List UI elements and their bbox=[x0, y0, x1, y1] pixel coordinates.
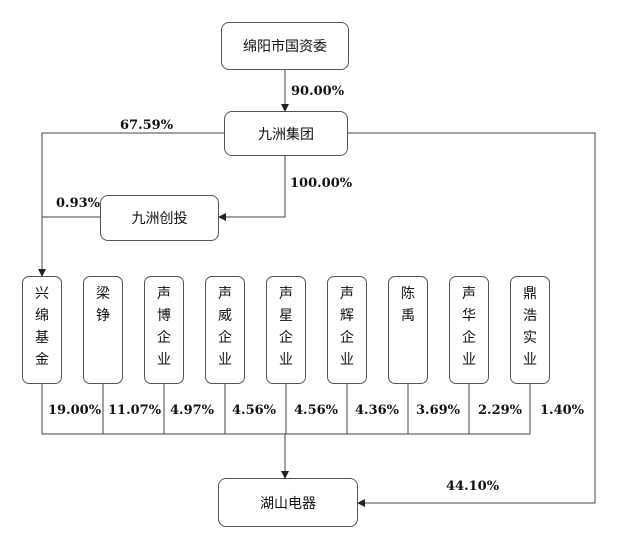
shareholder-char: 绵 bbox=[35, 308, 49, 324]
shareholder-char: 业 bbox=[340, 352, 354, 368]
shareholder-pct: 4.56% bbox=[232, 403, 277, 418]
shareholder-char: 兴 bbox=[35, 286, 49, 302]
pct-group-chuangtou: 100.00% bbox=[290, 176, 353, 191]
shareholder-char: 梁 bbox=[96, 286, 110, 302]
edge-group-hushan bbox=[348, 132, 596, 507]
shareholder-pct: 19.00% bbox=[48, 403, 102, 418]
shareholder-char: 星 bbox=[279, 308, 293, 324]
shareholder-char: 业 bbox=[157, 352, 171, 368]
shareholder-box: 声辉企业 bbox=[327, 276, 367, 384]
pct-sasac-group: 90.00% bbox=[291, 84, 345, 99]
shareholder-char: 业 bbox=[462, 352, 476, 368]
node-jiuzhou-group: 九洲集团 bbox=[224, 111, 348, 156]
shareholder-box: 陈禹 bbox=[388, 276, 428, 384]
shareholder-char: 企 bbox=[157, 330, 171, 346]
node-jiuzhou-chuangtou: 九洲创投 bbox=[100, 195, 219, 241]
shareholder-box: 声华企业 bbox=[449, 276, 489, 384]
shareholder-char: 声 bbox=[462, 286, 476, 302]
shareholder-char: 企 bbox=[340, 330, 354, 346]
shareholder-pct: 4.56% bbox=[294, 403, 339, 418]
shareholder-char: 声 bbox=[279, 286, 293, 302]
shareholder-char: 辉 bbox=[340, 308, 354, 324]
shareholder-char: 业 bbox=[279, 352, 293, 368]
shareholder-char: 企 bbox=[218, 330, 232, 346]
shareholder-pct: 1.40% bbox=[540, 403, 585, 418]
shareholder-char: 陈 bbox=[401, 286, 415, 302]
shareholder-char: 基 bbox=[35, 330, 49, 346]
shareholder-box: 鼎浩实业 bbox=[510, 276, 550, 384]
shareholder-pct: 4.36% bbox=[355, 403, 400, 418]
shareholder-char: 博 bbox=[157, 308, 171, 324]
shareholder-char: 鼎 bbox=[523, 286, 537, 302]
shareholder-box: 兴绵基金 bbox=[22, 276, 62, 384]
shareholder-char: 业 bbox=[523, 352, 537, 368]
shareholder-char: 浩 bbox=[523, 308, 537, 324]
shareholder-pct: 3.69% bbox=[416, 403, 461, 418]
shareholder-char: 声 bbox=[340, 286, 354, 302]
shareholder-box: 声博企业 bbox=[144, 276, 184, 384]
shareholder-pct: 2.29% bbox=[478, 403, 523, 418]
pct-group-hushan: 44.10% bbox=[446, 479, 500, 494]
node-sasac: 绵阳市国资委 bbox=[221, 22, 349, 70]
shareholder-char: 企 bbox=[279, 330, 293, 346]
shareholder-char: 声 bbox=[157, 286, 171, 302]
shareholder-pct: 4.97% bbox=[170, 403, 215, 418]
node-hushan: 湖山电器 bbox=[218, 478, 358, 527]
shareholder-pct: 11.07% bbox=[108, 403, 162, 418]
shareholder-char: 实 bbox=[523, 330, 537, 346]
shareholder-box: 梁铮 bbox=[83, 276, 123, 384]
shareholder-char: 金 bbox=[35, 352, 49, 368]
shareholder-char: 华 bbox=[462, 308, 476, 324]
shareholder-box: 声星企业 bbox=[266, 276, 306, 384]
edge-group-chuangtou bbox=[218, 156, 286, 221]
shareholder-char: 威 bbox=[218, 308, 232, 324]
shareholder-char: 声 bbox=[218, 286, 232, 302]
shareholder-char: 业 bbox=[218, 352, 232, 368]
edge-group-xingmian bbox=[38, 132, 224, 277]
shareholder-char: 禹 bbox=[401, 308, 415, 324]
pct-group-xingmian: 67.59% bbox=[120, 118, 174, 133]
pct-chuangtou-xingmian: 0.93% bbox=[56, 196, 101, 211]
shareholder-char: 铮 bbox=[96, 308, 110, 324]
shareholder-char: 企 bbox=[462, 330, 476, 346]
shareholder-box: 声威企业 bbox=[205, 276, 245, 384]
